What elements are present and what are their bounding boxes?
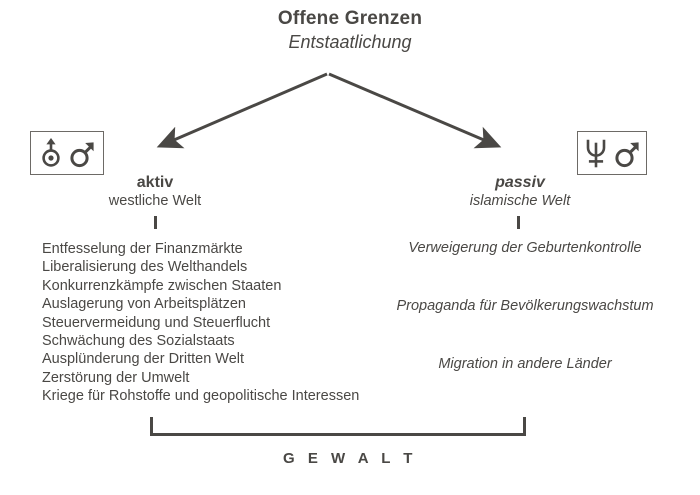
right-branch-list: Verweigerung der Geburtenkontrolle Propa… [370, 239, 680, 373]
outcome-label: G E W A L T [283, 450, 417, 467]
list-item: Entfesselung der Finanzmärkte [42, 241, 243, 257]
list-item: Steuervermeidung und Steuerflucht [42, 314, 271, 331]
left-connector-tick [154, 216, 157, 229]
outcome-bracket [150, 417, 526, 436]
left-branch-title: aktiv [136, 174, 174, 191]
list-item: Ausplünderung der Dritten Welt [42, 351, 245, 368]
list-item: Auslagerung von Arbeitsplätzen [42, 296, 246, 313]
mars-symbol [614, 142, 639, 168]
title-subtitle: Entstaatlichung [288, 32, 412, 52]
mars-arrow-up-dot-symbol [41, 138, 60, 167]
left-branch-list: Entfesselung der Finanzmärkte Liberalisi… [42, 240, 392, 406]
right-branch-heading: passiv islamische Welt [440, 173, 600, 211]
left-branch-subtitle: westliche Welt [108, 193, 202, 209]
right-branch-subtitle: islamische Welt [469, 193, 571, 209]
list-item: Konkurrenzkämpfe zwischen Staaten [42, 277, 282, 294]
neptune-symbol [586, 139, 605, 168]
right-symbol-glyphs [585, 137, 640, 169]
title-main: Offene Grenzen [277, 8, 423, 29]
left-symbol-box [30, 131, 104, 175]
list-item: Zerstörung der Umwelt [42, 369, 190, 386]
list-item: Verweigerung der Geburtenkontrolle [408, 240, 642, 256]
left-symbol-glyphs [40, 137, 95, 169]
list-item: Schwächung des Sozialstaats [42, 333, 235, 350]
list-item: Kriege für Rohstoffe und geopolitische I… [42, 388, 360, 405]
diagram-title: Offene Grenzen Entstaatlichung [0, 8, 700, 54]
right-branch-title: passiv [495, 174, 545, 191]
mars-symbol [69, 142, 94, 168]
list-item: Propaganda für Bevölkerungswachstum [396, 298, 654, 314]
arrow-to-left-branch [156, 72, 328, 149]
list-item: Migration in andere Länder [438, 356, 612, 372]
right-connector-tick [517, 216, 520, 229]
list-item: Liberalisierung des Welthandels [42, 259, 248, 276]
left-branch-heading: aktiv westliche Welt [75, 173, 235, 211]
right-symbol-box [577, 131, 647, 175]
arrow-to-right-branch [328, 72, 502, 149]
